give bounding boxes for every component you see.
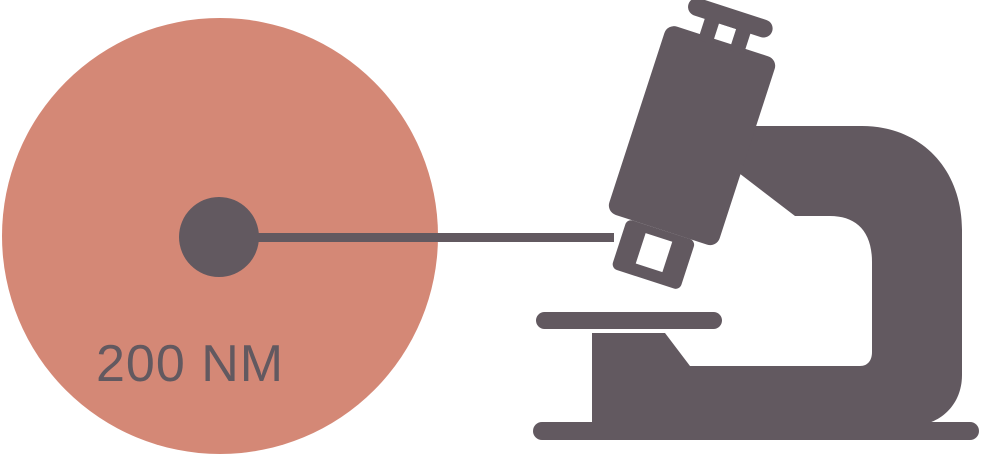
microscope-icon	[533, 0, 979, 440]
objective-window	[635, 233, 673, 273]
center-dot	[179, 197, 259, 277]
eyepiece-window	[714, 23, 737, 45]
tube-body	[608, 26, 776, 246]
pointer-line	[240, 233, 614, 242]
microscope-stage	[536, 312, 722, 329]
microscope-tube	[608, 0, 776, 289]
eyepiece-cap	[688, 0, 773, 38]
scale-label: 200 NM	[96, 335, 284, 393]
microscope-base	[533, 422, 979, 440]
microscope-arm	[592, 126, 962, 426]
